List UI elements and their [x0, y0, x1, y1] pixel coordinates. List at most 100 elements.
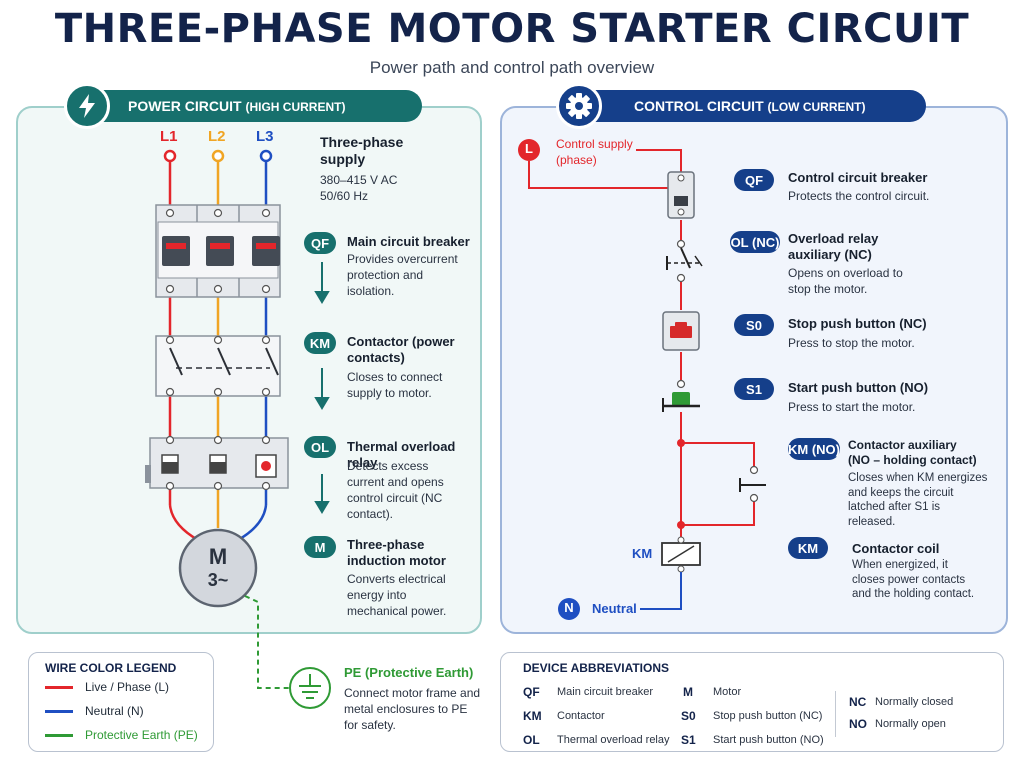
contactor-coil-symbol [661, 529, 701, 573]
lightning-icon [64, 83, 110, 129]
start-button-title: Start push button (NO) [788, 380, 929, 395]
gear-icon [556, 83, 602, 129]
neutral-symbol: N [564, 600, 574, 615]
abbr-val-ol: Thermal overload relay [557, 734, 670, 746]
abbr-key-km: KM [523, 709, 542, 723]
legend-live-label: Live / Phase (L) [85, 680, 170, 694]
abbr-val-km: Contactor [557, 710, 605, 722]
motor-title: Three-phase induction motor [347, 537, 446, 568]
badge-control-km-coil: KM [788, 537, 828, 559]
pe-desc: Connect motor frame and metal enclosures… [344, 686, 481, 732]
abbr-key-s1: S1 [681, 733, 696, 747]
badge-control-s0: S0 [734, 314, 774, 336]
control-supply-label: Control supply (phase) [556, 137, 633, 167]
control-live-wire [528, 149, 755, 540]
page-subtitle: Power path and control path overview [369, 58, 655, 77]
motor-desc: Converts electrical energy into mechanic… [347, 572, 447, 618]
abbr-val-m: Motor [713, 686, 742, 698]
control-qf-title: Control circuit breaker [788, 170, 928, 185]
coil-title: Contactor coil [852, 541, 940, 556]
km-desc: Closes to connect supply to motor. [347, 370, 443, 400]
stop-button-desc: Press to stop the motor. [788, 336, 915, 350]
legend-live-swatch [45, 686, 73, 689]
abbr-val-nc: Normally closed [875, 696, 954, 708]
device-abbreviations: DEVICE ABBREVIATIONS QF Main circuit bre… [500, 652, 1004, 752]
holding-contact-title: Contactor auxiliary (NO – holding contac… [848, 438, 977, 467]
qf-desc: Provides overcurrent protection and isol… [347, 252, 458, 298]
control-circuit-panel [500, 106, 1008, 634]
badge-qf: QF [304, 232, 336, 254]
badge-control-qf: QF [734, 169, 774, 191]
power-circuit-header: POWER CIRCUIT (HIGH CURRENT) [72, 90, 422, 122]
phase-label-l1: L1 [160, 128, 178, 145]
overload-nc-contact-symbol [666, 239, 703, 283]
ol-title: Thermal overload relay [347, 439, 456, 470]
start-button-desc: Press to start the motor. [788, 400, 916, 414]
abbr-title: DEVICE ABBREVIATIONS [523, 661, 670, 675]
stop-button-symbol [662, 311, 700, 351]
main-circuit-breaker-symbol [155, 204, 281, 298]
legend-earth-swatch [45, 734, 73, 737]
live-supply-symbol: L [525, 141, 533, 156]
badge-control-ol: OL (NC) [730, 231, 780, 253]
neutral-label: Neutral [592, 601, 637, 616]
km-title: Contactor (power contacts) [347, 334, 455, 365]
control-neutral-wire [640, 572, 682, 610]
abbr-val-s0: Stop push button (NC) [713, 710, 823, 722]
legend-neutral-swatch [45, 710, 73, 713]
power-header-label: POWER CIRCUIT [128, 98, 242, 114]
badge-ol: OL [304, 436, 336, 458]
phase-terminals [163, 149, 273, 163]
abbr-key-ol: OL [523, 733, 540, 747]
abbr-key-nc: NC [849, 695, 867, 709]
abbr-key-s0: S0 [681, 709, 696, 723]
motor-phase-label: 3~ [207, 570, 229, 590]
abbr-val-qf: Main circuit breaker [557, 686, 653, 698]
abbr-val-s1: Start push button (NO) [713, 734, 824, 746]
abbr-key-m: M [683, 685, 693, 699]
holding-contact-desc: Closes when KM energizes and keeps the c… [848, 472, 988, 528]
qf-title: Main circuit breaker [347, 234, 470, 249]
supply-title: Three-phase supply [320, 134, 404, 167]
induction-motor-symbol [178, 528, 258, 608]
abbr-val-no: Normally open [875, 718, 946, 730]
thermal-overload-relay-symbol [145, 435, 289, 491]
badge-m: M [304, 536, 336, 558]
pe-title: PE (Protective Earth) [344, 665, 474, 680]
supply-voltage: 380–415 V AC [320, 173, 398, 187]
ol-desc: Detects excess current and opens control… [347, 459, 444, 521]
control-breaker-symbol [667, 171, 695, 219]
abbr-key-qf: QF [523, 685, 540, 699]
page-title: THREE-PHASE MOTOR STARTER CIRCUIT [54, 6, 970, 52]
abbr-key-no: NO [849, 717, 867, 731]
coil-label: KM [632, 546, 653, 561]
holding-contact-symbol [739, 465, 766, 503]
motor-symbol-label: M [208, 544, 228, 569]
flow-arrows [314, 262, 330, 514]
control-header-label: CONTROL CIRCUIT [634, 98, 764, 114]
stop-button-title: Stop push button (NC) [788, 316, 927, 331]
supply-frequency: 50/60 Hz [320, 189, 369, 203]
start-button-symbol [662, 379, 700, 412]
abbr-divider [835, 691, 836, 737]
control-ol-title: Overload relay auxiliary (NC) [788, 231, 879, 262]
control-qf-desc: Protects the control circuit. [788, 189, 930, 203]
legend-neutral-label: Neutral (N) [85, 704, 144, 718]
legend-earth-label: Protective Earth (PE) [85, 728, 198, 742]
badge-control-km-no: KM (NO) [788, 438, 840, 460]
control-ol-desc: Opens on overload to stop the motor. [788, 266, 903, 296]
phase-label-l3: L3 [256, 128, 274, 145]
badge-control-s1: S1 [734, 378, 774, 400]
phase-label-l2: L2 [208, 128, 226, 145]
power-header-note: (HIGH CURRENT) [245, 100, 346, 114]
badge-km: KM [304, 332, 336, 354]
contactor-power-contacts-symbol [155, 335, 281, 397]
coil-desc: When energized, it closes power contacts… [852, 559, 975, 600]
wire-color-legend: WIRE COLOR LEGEND Live / Phase (L) Neutr… [28, 652, 214, 752]
wire-legend-title: WIRE COLOR LEGEND [45, 661, 177, 675]
control-header-note: (LOW CURRENT) [767, 100, 866, 114]
control-circuit-header: CONTROL CIRCUIT (LOW CURRENT) [560, 90, 926, 122]
protective-earth-wire [244, 595, 290, 689]
